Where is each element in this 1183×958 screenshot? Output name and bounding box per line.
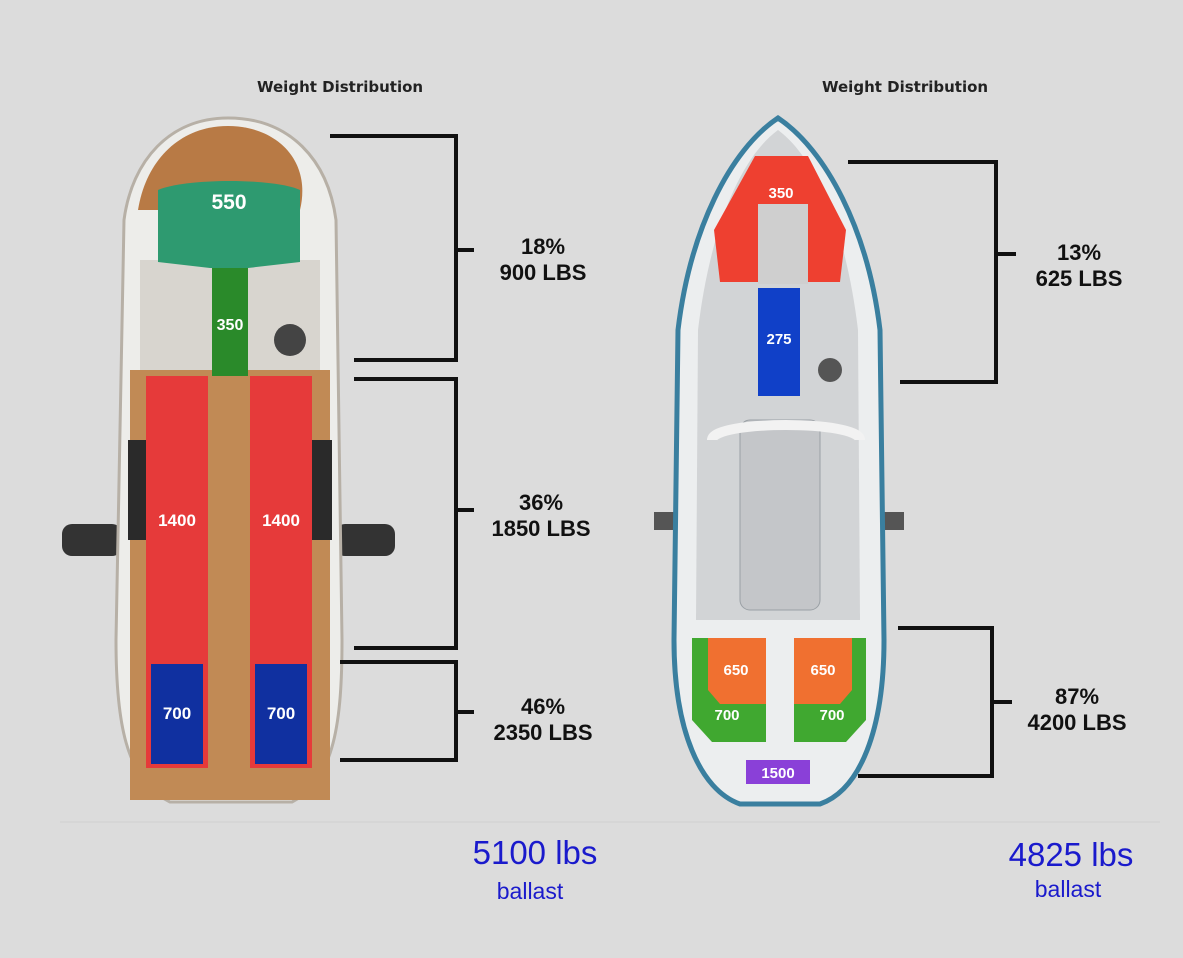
left-bracket-middle (354, 377, 458, 650)
right-tank-1500 (746, 760, 810, 784)
right-boat-walkway (739, 419, 821, 611)
left-zone-front-label: 18% 900 LBS (478, 234, 608, 286)
right-tank-350-label: 350 (768, 185, 793, 202)
left-boat-console-left (128, 440, 150, 540)
left-tank-350-label: 350 (217, 317, 244, 334)
right-boat: 350 275 650 650 700 700 1500 (654, 114, 1016, 807)
left-zone-front-lbs: 900 LBS (499, 260, 587, 285)
left-zone-rear-lbs: 2350 LBS (493, 720, 593, 745)
right-zone-front-label: 13% 625 LBS (1014, 240, 1144, 292)
left-boat: 550 350 1400 1400 700 700 (62, 116, 474, 804)
left-tank-1400-a (146, 376, 208, 666)
right-zone-front-lbs: 625 LBS (1035, 266, 1123, 291)
left-boat-tower-arm-left (62, 524, 122, 556)
left-tank-350 (212, 268, 248, 376)
right-diagram-title: Weight Distribution (822, 78, 989, 96)
left-tank-1400-a-label: 1400 (158, 511, 196, 530)
left-total-ballast: 5100 lbs (472, 834, 598, 871)
left-tank-1400-b (250, 376, 312, 666)
right-ballast-label: ballast (1034, 876, 1102, 902)
left-tank-700-b-label: 700 (267, 704, 295, 723)
left-bracket-front (330, 134, 458, 362)
left-boat-tower-arm-right (335, 524, 395, 556)
right-tank-700-a-label: 700 (714, 707, 739, 724)
right-zone-rear-lbs: 4200 LBS (1027, 710, 1127, 735)
left-zone-front-pct: 18% (520, 234, 566, 259)
right-tank-275-label: 275 (766, 331, 791, 348)
left-diagram-title: Weight Distribution (257, 78, 424, 96)
right-tank-275 (758, 288, 800, 396)
right-bracket-front (848, 160, 998, 384)
right-tank-650-b (794, 638, 852, 704)
right-tank-650-b-label: 650 (810, 662, 835, 679)
right-tank-1500-label: 1500 (761, 765, 794, 782)
right-tank-700-b-label: 700 (819, 707, 844, 724)
left-tank-700-a-label: 700 (163, 704, 191, 723)
right-tank-650-a (708, 638, 766, 704)
left-tank-550 (158, 181, 300, 268)
left-zone-rear-label: 46% 2350 LBS (478, 694, 608, 746)
left-zone-middle-lbs: 1850 LBS (491, 516, 591, 541)
left-zone-rear-pct: 46% (520, 694, 566, 719)
left-zone-middle-pct: 36% (518, 490, 564, 515)
right-boat-bow-center (758, 204, 808, 284)
left-tank-700-a (151, 664, 203, 764)
right-zone-front-pct: 13% (1056, 240, 1102, 265)
left-boat-steering-wheel (274, 324, 306, 356)
right-zone-rear-label: 87% 4200 LBS (1012, 684, 1142, 736)
left-tank-550-label: 550 (211, 191, 246, 214)
right-boat-steering-wheel (818, 358, 842, 382)
left-bracket-rear (340, 660, 458, 762)
right-total-ballast: 4825 lbs (1008, 836, 1134, 873)
right-tank-650-a-label: 650 (723, 662, 748, 679)
left-tank-1400-b-label: 1400 (262, 511, 300, 530)
left-zone-middle-label: 36% 1850 LBS (476, 490, 606, 542)
left-ballast-label: ballast (496, 878, 564, 904)
right-boat-tower (707, 420, 865, 443)
left-tank-700-b (255, 664, 307, 764)
right-zone-rear-pct: 87% (1054, 684, 1100, 709)
left-boat-console-right (310, 440, 332, 540)
